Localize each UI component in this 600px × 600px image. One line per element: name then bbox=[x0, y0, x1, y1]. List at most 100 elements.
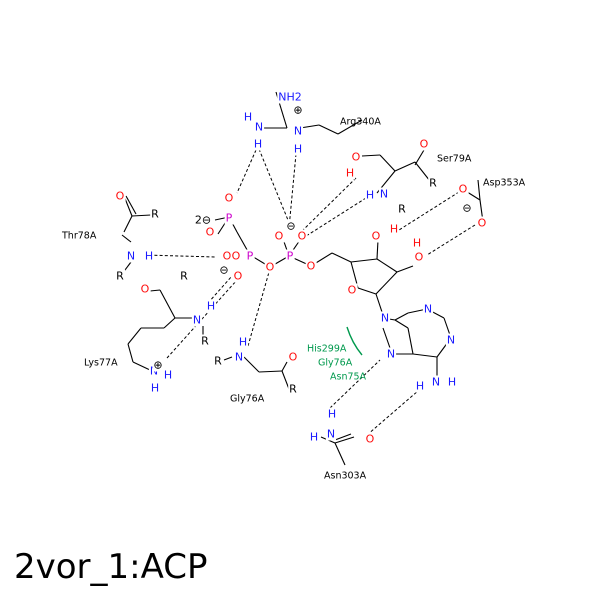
atom-label-o: O bbox=[348, 284, 357, 297]
atom-label-background bbox=[292, 103, 304, 117]
atom-label-o: O bbox=[206, 226, 215, 239]
atom-label-background bbox=[242, 110, 254, 124]
charge-label: ⊕ bbox=[153, 359, 162, 372]
atom-label-n: N bbox=[235, 351, 243, 364]
residue-label-arg340: Arg340A bbox=[340, 117, 381, 128]
bond bbox=[379, 154, 396, 172]
bond bbox=[149, 289, 161, 292]
atom-label-background bbox=[461, 201, 473, 215]
atom-label-background bbox=[139, 282, 151, 296]
bond bbox=[258, 370, 283, 373]
atom-label-background bbox=[193, 213, 213, 227]
bond bbox=[337, 119, 363, 135]
bond bbox=[412, 353, 438, 358]
atom-label-background bbox=[223, 191, 235, 205]
atom-label-r: R bbox=[214, 355, 222, 368]
page-title: 2vor_1:ACP bbox=[14, 547, 208, 587]
atom-label-background bbox=[179, 269, 190, 283]
atom-label-background bbox=[344, 166, 356, 180]
atom-label-background bbox=[411, 236, 423, 250]
bond bbox=[243, 356, 260, 373]
atom-label-background bbox=[457, 182, 469, 196]
residue-labels: Arg340ASer79AAsp353AThr78ALys77AGly76AAs… bbox=[61, 117, 526, 482]
atom-label-o: O bbox=[232, 250, 241, 263]
atom-label-background bbox=[143, 249, 155, 263]
atom-label-h: H bbox=[239, 336, 247, 349]
atom-label-h: H bbox=[151, 382, 159, 395]
atom-label-background bbox=[237, 335, 249, 349]
hydrogen-bond bbox=[207, 275, 233, 304]
atom-label-background bbox=[350, 150, 362, 164]
hydrogen-bond bbox=[247, 271, 270, 347]
bond bbox=[163, 317, 176, 329]
bond bbox=[331, 252, 352, 263]
atom-label-background bbox=[285, 219, 297, 233]
atom-label-o: O bbox=[307, 260, 316, 273]
bond bbox=[132, 361, 151, 371]
atom-label-h: H bbox=[207, 300, 215, 313]
atom-label-background bbox=[325, 427, 337, 441]
atom-label-background bbox=[149, 381, 161, 395]
atom-label-o: O bbox=[352, 151, 361, 164]
contact-label: Gly76A bbox=[318, 358, 353, 369]
atom-label-background bbox=[205, 299, 217, 313]
atom-label-background bbox=[364, 188, 376, 202]
atom-label-background bbox=[346, 283, 358, 297]
atom-label-o: O bbox=[420, 138, 429, 151]
atom-label-h: H bbox=[448, 376, 456, 389]
atom-label-background bbox=[397, 202, 408, 216]
atom-label-h: H bbox=[294, 143, 302, 156]
hydrogen-bond bbox=[329, 359, 381, 409]
atom-label-r: R bbox=[151, 208, 159, 221]
atom-label-o: O bbox=[366, 433, 375, 446]
contact-label: His299A bbox=[307, 344, 347, 355]
bond bbox=[357, 287, 377, 295]
bond bbox=[477, 179, 481, 201]
atom-label-o: O bbox=[415, 251, 424, 264]
contact-label: Asn75A bbox=[330, 372, 367, 383]
atom-label-background bbox=[418, 137, 430, 151]
atom-label-background bbox=[385, 347, 397, 361]
charge-label: 2⊖ bbox=[195, 214, 211, 227]
atom-label-background bbox=[273, 229, 285, 243]
atom-label-h: H bbox=[145, 250, 153, 263]
charge-label: ⊖ bbox=[286, 220, 295, 233]
bond bbox=[334, 433, 352, 441]
bond bbox=[127, 327, 142, 345]
bond bbox=[223, 356, 233, 361]
atom-label-r: R bbox=[289, 383, 297, 396]
atom-label-o: O bbox=[223, 250, 232, 263]
bond bbox=[394, 312, 409, 321]
atom-label-background bbox=[264, 260, 276, 274]
atom-label-h: H bbox=[310, 431, 318, 444]
atom-label-background bbox=[230, 249, 242, 263]
bond bbox=[414, 149, 425, 166]
atom-label-background bbox=[308, 430, 320, 444]
atom-label-n: N bbox=[387, 348, 395, 361]
residue-label-ser79: Ser79A bbox=[437, 154, 472, 165]
atom-label-background bbox=[292, 124, 304, 138]
bond bbox=[159, 289, 176, 319]
bond bbox=[334, 436, 355, 444]
bond bbox=[382, 327, 391, 349]
atom-label-o: O bbox=[275, 230, 284, 243]
bond bbox=[414, 161, 431, 182]
atom-label-p: P bbox=[226, 212, 233, 225]
hydrogen-bond bbox=[258, 148, 291, 226]
atom-label-background bbox=[277, 90, 303, 104]
atom-label-n: N bbox=[432, 376, 440, 389]
atom-label-background bbox=[233, 350, 245, 364]
residue-label-lys77: Lys77A bbox=[84, 358, 118, 369]
atom-label-background bbox=[476, 216, 488, 230]
atom-label-h: H bbox=[164, 369, 172, 382]
bond bbox=[361, 154, 381, 157]
hydrogen-bond bbox=[398, 191, 460, 231]
atom-label-background bbox=[152, 358, 164, 372]
atom-label-h: H bbox=[254, 138, 262, 151]
atom-label-o: O bbox=[478, 217, 487, 230]
atom-label-background bbox=[379, 311, 391, 325]
atom-label-n: N bbox=[294, 125, 302, 138]
atom-label-o: O bbox=[225, 192, 234, 205]
